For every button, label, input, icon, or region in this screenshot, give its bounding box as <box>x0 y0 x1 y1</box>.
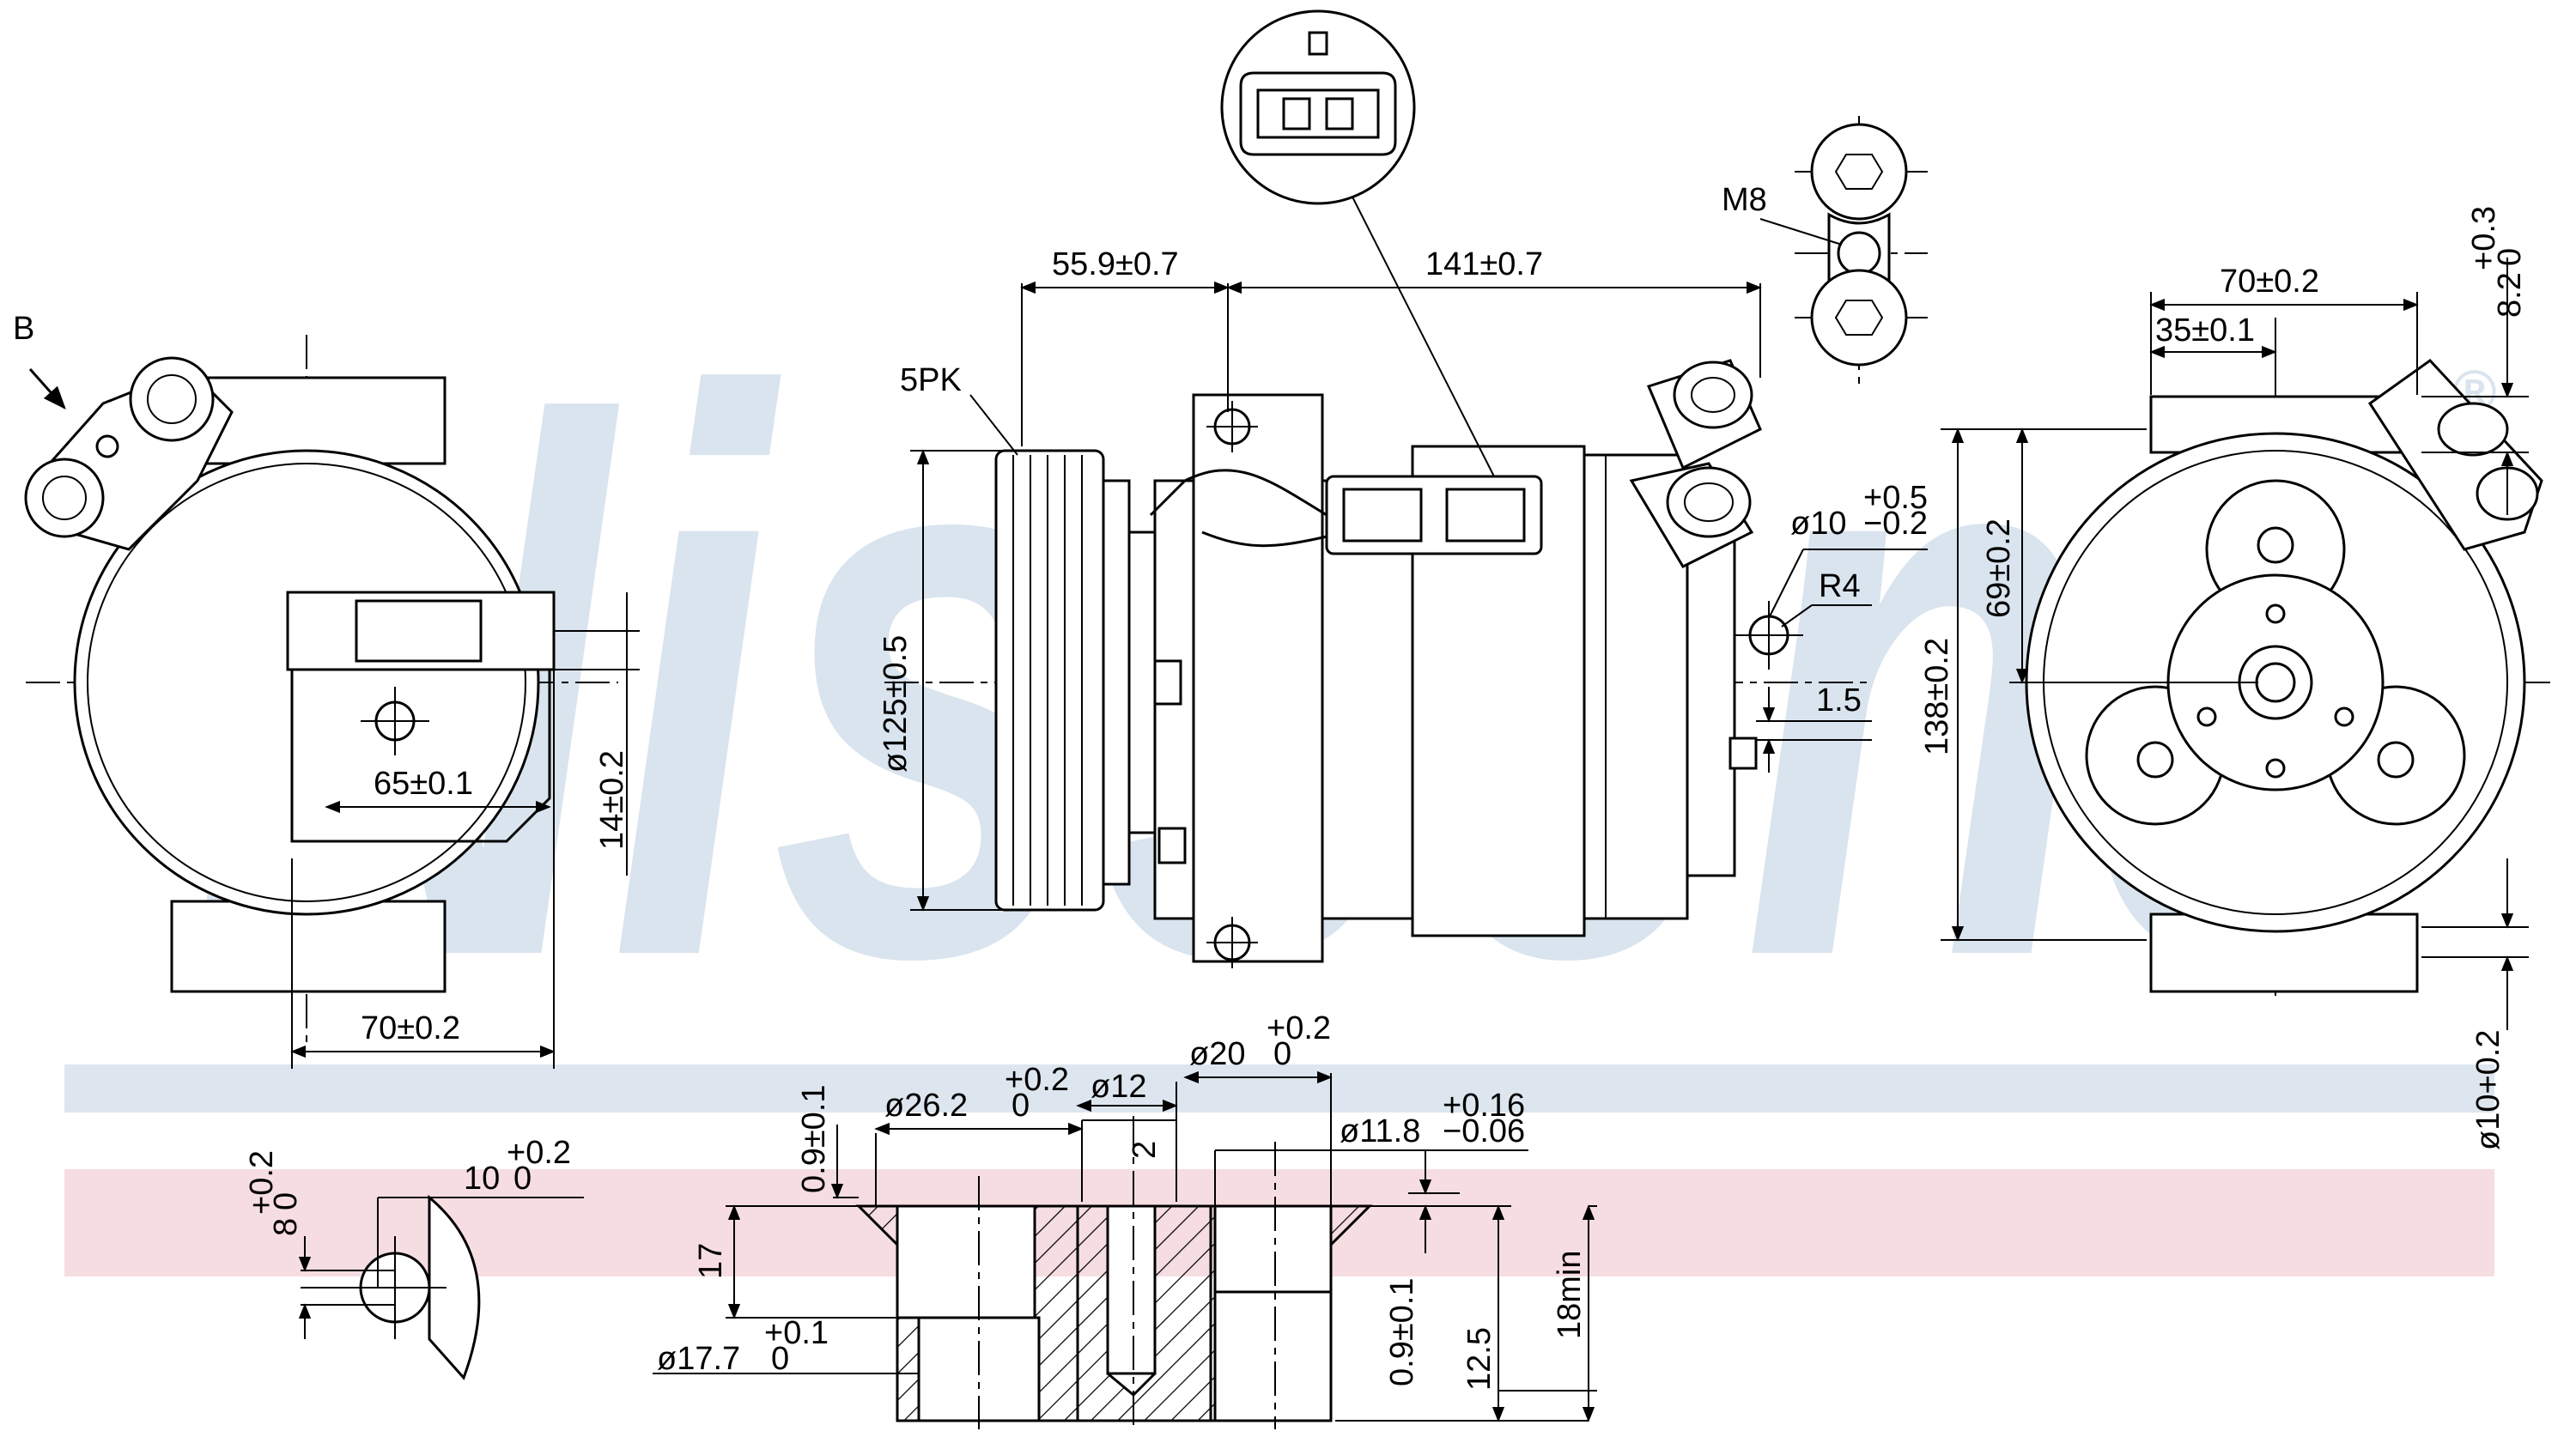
port-section <box>653 1070 1597 1429</box>
m8-detail <box>1759 116 1928 391</box>
dim-18min: 18min <box>1552 1251 1588 1340</box>
dim-26-2-main: ø26.2 <box>884 1088 968 1124</box>
dim-12-5: 12.5 <box>1461 1327 1498 1391</box>
connector-detail <box>1220 9 1416 205</box>
dim-10-top: 10 +0.2 0 <box>464 1135 571 1197</box>
dim-8: 8 +0.2 0 <box>244 1150 304 1236</box>
center-side-view <box>884 154 1928 968</box>
dim-10-port-main: ø10 <box>1790 506 1846 542</box>
dim-20-tol-up: +0.2 <box>1267 1010 1331 1046</box>
dim-17-7: ø17.7 +0.1 0 <box>657 1315 829 1377</box>
dim-10-right: ø10+0.2 <box>2470 1030 2506 1151</box>
dim-10-port: ø10 +0.5 −0.2 <box>1790 480 1928 542</box>
dim-26-2: ø26.2 +0.2 0 <box>884 1062 1069 1124</box>
dim-20-main: ø20 <box>1189 1036 1245 1072</box>
dim-8-2: 8.2 +0.3 0 <box>2466 206 2528 318</box>
dim-17-7-tol-up: +0.1 <box>764 1315 829 1351</box>
dim-17-7-main: ø17.7 <box>657 1341 740 1377</box>
dim-125: ø125±0.5 <box>878 635 914 773</box>
right-front-view <box>1941 258 2550 1030</box>
dim-138: 138±0.2 <box>1919 638 1955 755</box>
left-view-b <box>24 335 640 1069</box>
dim-11-8-main: ø11.8 <box>1340 1113 1420 1149</box>
dim-14: 14±0.2 <box>594 750 630 850</box>
dim-1-5: 1.5 <box>1816 682 1862 719</box>
dim-26-2-tol-up: +0.2 <box>1005 1062 1069 1098</box>
dim-26-2-tol-dn: 0 <box>1012 1088 1030 1124</box>
bottom-left-detail <box>298 1194 584 1380</box>
dim-0-9-top: 0.9±0.1 <box>796 1084 832 1193</box>
dim-11-8-tol-dn: −0.06 <box>1443 1113 1525 1149</box>
dim-55-9: 55.9±0.7 <box>1052 246 1179 282</box>
dim-11-8-tol-up: +0.16 <box>1443 1088 1525 1124</box>
dim-8-2-main: 8.2 <box>2492 272 2528 318</box>
dim-8-2-tol-dn: 0 <box>2492 248 2528 266</box>
dim-10-top-main: 10 <box>464 1161 500 1197</box>
dim-70-left: 70±0.2 <box>361 1010 460 1046</box>
dim-20-tol-dn: 0 <box>1273 1036 1291 1072</box>
label-r4: R4 <box>1819 568 1861 604</box>
label-m8: M8 <box>1722 182 1767 218</box>
dim-12: ø12 <box>1091 1069 1146 1105</box>
dim-10-port-tol-up: +0.5 <box>1863 480 1928 516</box>
dim-2: 2 <box>1127 1141 1163 1159</box>
label-5pk: 5PK <box>900 362 962 398</box>
dim-65: 65±0.1 <box>374 766 473 802</box>
label-view-b: B <box>13 311 34 347</box>
dim-35: 35±0.1 <box>2155 312 2255 349</box>
dim-141: 141±0.7 <box>1425 246 1543 282</box>
dim-11-8: ø11.8 +0.16 −0.06 <box>1340 1088 1525 1149</box>
dim-70-right: 70±0.2 <box>2220 264 2319 300</box>
dim-69: 69±0.2 <box>1981 518 2017 618</box>
dim-10-port-tol-dn: −0.2 <box>1863 506 1928 542</box>
dim-8-2-tol-up: +0.3 <box>2466 206 2502 270</box>
dim-17-7-tol-dn: 0 <box>771 1341 789 1377</box>
dim-8-tol-dn: 0 <box>268 1192 304 1210</box>
dim-10-top-tol-up: +0.2 <box>507 1135 571 1171</box>
dim-20: ø20 +0.2 0 <box>1189 1010 1331 1072</box>
dim-0-9-bottom: 0.9±0.1 <box>1384 1277 1420 1386</box>
dim-10-top-tol-dn: 0 <box>513 1161 532 1197</box>
dim-8-tol-up: +0.2 <box>244 1150 280 1215</box>
dim-17: 17 <box>693 1243 729 1279</box>
dim-8-main: 8 <box>268 1218 304 1236</box>
